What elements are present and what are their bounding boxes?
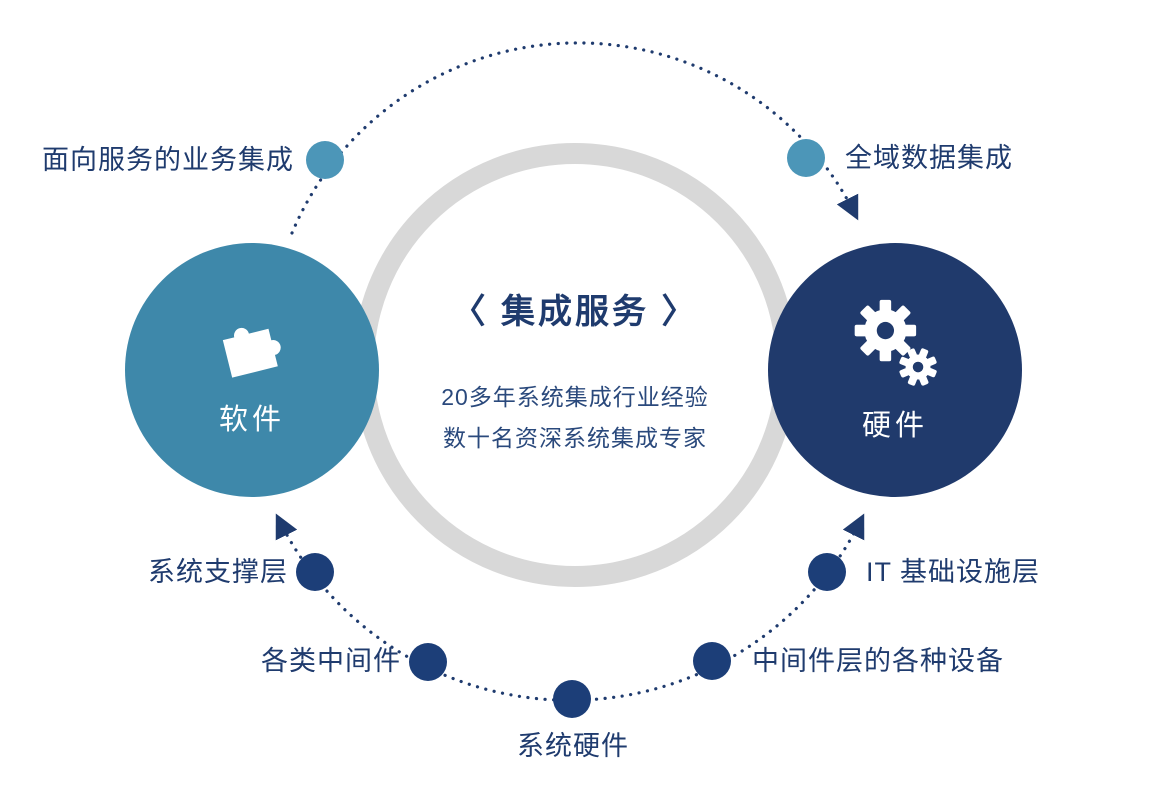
- subtitle-line-2: 数十名资深系统集成专家: [443, 425, 707, 451]
- node-label-service-business-integration: 面向服务的业务集成: [42, 145, 294, 175]
- node-label-middleware-types: 各类中间件: [261, 646, 401, 676]
- top-arc-connector: [290, 41, 859, 235]
- puzzle-icon: [222, 327, 281, 378]
- node-dot-middleware-devices: [693, 642, 731, 680]
- hardware-circle: 硬件: [768, 243, 1022, 497]
- hardware-circle-label: 硬件: [861, 410, 928, 442]
- node-dot-system-hardware: [553, 680, 591, 718]
- diagram-title: 〈 集成服务 〉: [451, 293, 699, 331]
- software-circle: 软件: [125, 243, 379, 497]
- node-label-global-data-integration: 全域数据集成: [845, 143, 1013, 173]
- diagram-subtitle: 20多年系统集成行业经验 数十名资深系统集成专家: [385, 377, 765, 459]
- node-dot-it-infrastructure-layer: [808, 553, 846, 591]
- node-dot-middleware-types: [409, 643, 447, 681]
- node-dot-global-data-integration: [787, 139, 825, 177]
- node-label-system-support-layer: 系统支撑层: [148, 557, 288, 587]
- center-text-block: 〈 集成服务 〉 20多年系统集成行业经验 数十名资深系统集成专家: [385, 284, 765, 459]
- node-dot-system-support-layer: [296, 553, 334, 591]
- node-label-system-hardware: 系统硬件: [517, 731, 629, 761]
- node-label-it-infrastructure-layer: IT 基础设施层: [866, 557, 1041, 587]
- software-circle-label: 软件: [218, 404, 285, 436]
- gears-icon: [854, 299, 937, 386]
- node-label-middleware-devices: 中间件层的各种设备: [752, 646, 1004, 676]
- node-dot-service-business-integration: [306, 141, 344, 179]
- subtitle-line-1: 20多年系统集成行业经验: [441, 384, 709, 410]
